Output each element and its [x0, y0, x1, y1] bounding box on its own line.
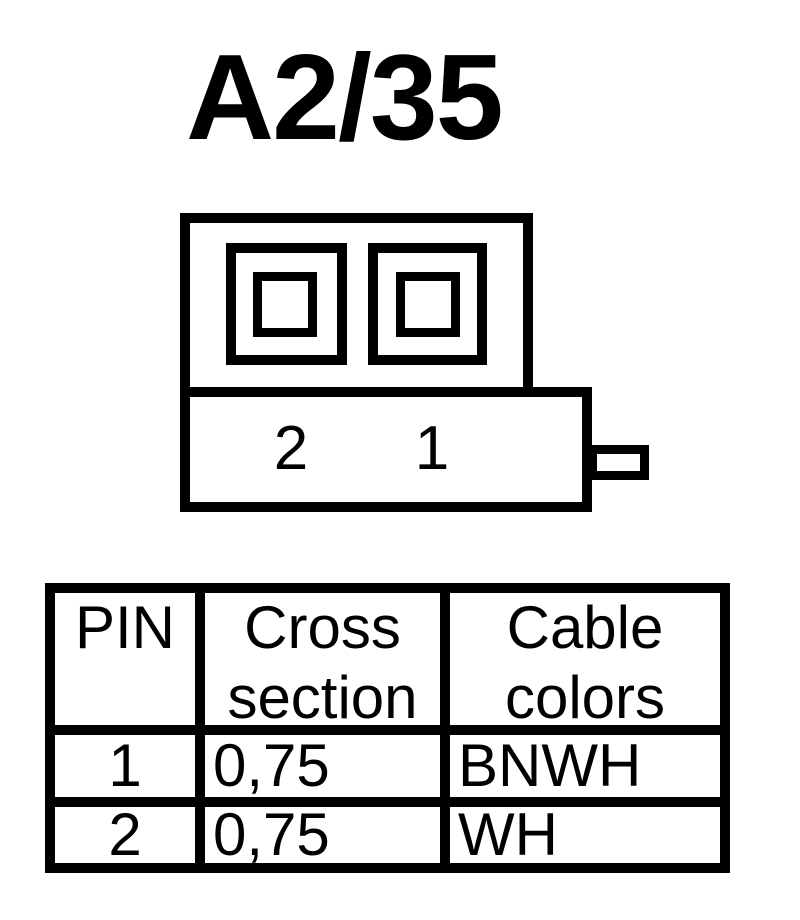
header-cross-section: Cross section [205, 593, 440, 725]
pin-terminal-1 [396, 272, 460, 337]
pin-label-1: 1 [414, 414, 450, 483]
connector-title: A2/35 [186, 29, 504, 165]
pin-label-2: 2 [273, 414, 309, 483]
row2-cable-colors: WH [450, 807, 720, 863]
header-cross-section-line1: Cross [244, 594, 401, 661]
header-cross-section-line2: section [227, 664, 418, 725]
header-pin: PIN [55, 593, 195, 725]
row1-cable-colors: BNWH [450, 735, 720, 797]
row2-pin: 2 [55, 807, 195, 863]
row1-pin: 1 [55, 735, 195, 797]
row1-cross-section: 0,75 [205, 735, 440, 797]
pin-table: PIN Cross section Cable colors 1 0,75 BN… [45, 583, 730, 873]
connector-base [180, 387, 592, 512]
header-pin-line1: PIN [74, 594, 176, 661]
header-cable-colors-line2: colors [504, 664, 666, 725]
connector-latch-tab [588, 445, 649, 480]
header-cable-colors-line1: Cable [506, 594, 664, 661]
header-cable-colors: Cable colors [450, 593, 720, 725]
row2-cross-section: 0,75 [205, 807, 440, 863]
pin-terminal-2 [253, 272, 317, 337]
